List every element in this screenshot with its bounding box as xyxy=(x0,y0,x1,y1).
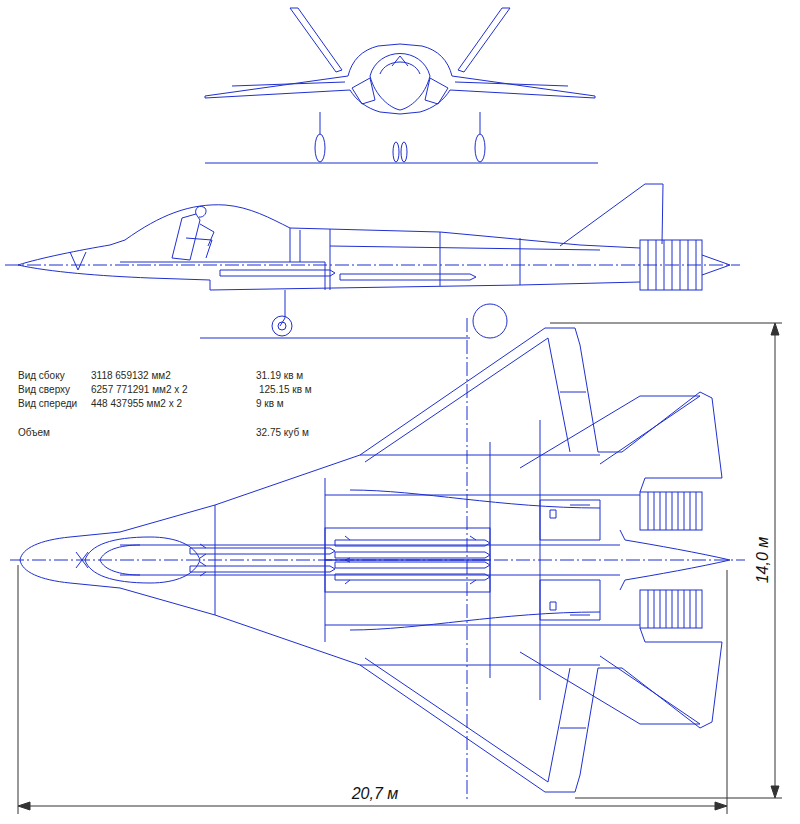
vertical-tail xyxy=(560,184,663,246)
panel-lines xyxy=(290,228,600,290)
tail-cone xyxy=(702,255,730,275)
view-name: Вид спереди xyxy=(17,398,78,410)
nose-mark xyxy=(70,252,86,270)
nozzle-petals xyxy=(648,240,696,290)
dimension-line xyxy=(775,326,776,795)
area-value: 31.19 кв м xyxy=(255,370,304,382)
area-value: 3118 659132 мм2 xyxy=(90,370,172,382)
dimension-line xyxy=(21,806,724,807)
volume-name: Объем xyxy=(17,427,51,439)
wheel xyxy=(278,322,286,330)
ground-line xyxy=(200,338,470,339)
landing-gear xyxy=(280,290,285,326)
area-value: 9 кв м xyxy=(255,398,285,410)
dimension-span xyxy=(550,323,782,798)
view-name: Вид сверху xyxy=(17,384,71,396)
area-value: 125.15 кв м xyxy=(258,384,313,396)
area-value: 6257 771291 мм2 х 2 xyxy=(90,384,189,396)
volume-value: 32.75 куб м xyxy=(255,427,310,439)
centerline xyxy=(5,265,740,266)
pilot xyxy=(172,206,214,260)
side-outline xyxy=(18,205,640,290)
centerline xyxy=(10,560,745,561)
view-name: Вид сбоку xyxy=(17,370,66,382)
ground-line xyxy=(205,163,598,164)
dimension-label: 20,7 м xyxy=(351,785,400,803)
canopy-front xyxy=(370,54,430,111)
missile xyxy=(220,270,476,280)
dimension-label: 14,0 м xyxy=(754,536,772,585)
extension-line xyxy=(550,323,782,798)
station-line xyxy=(467,318,468,800)
nozzle xyxy=(640,240,702,290)
extension-line xyxy=(18,565,727,814)
wheel xyxy=(272,316,292,336)
main-wheel xyxy=(473,304,507,338)
dimension-length xyxy=(18,565,727,814)
area-value: 448 437955 мм2 х 2 xyxy=(90,398,183,410)
